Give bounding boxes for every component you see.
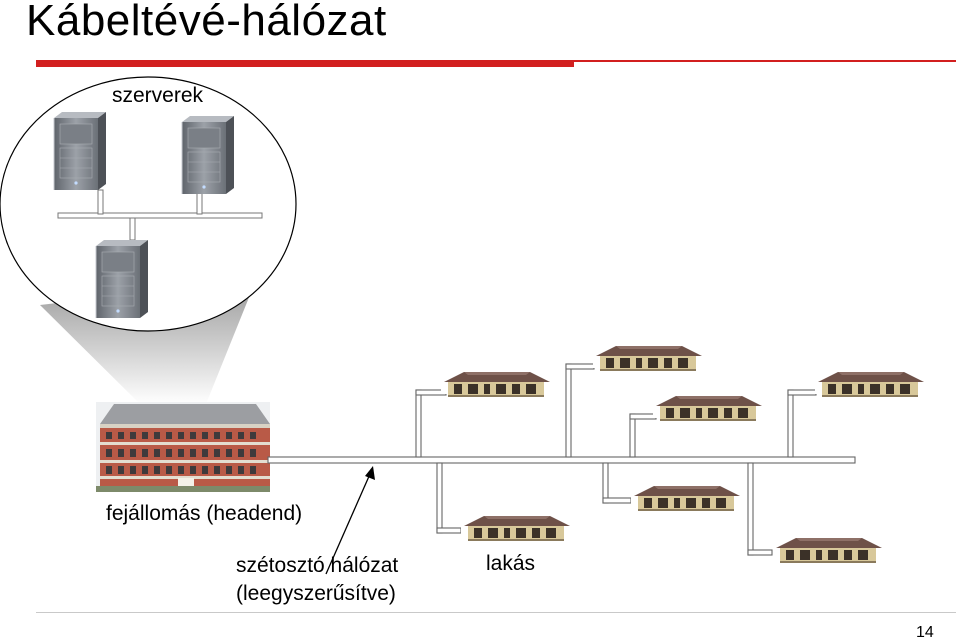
house-icon [653,394,762,421]
server-icon [95,239,149,319]
headend-label: fejállomás (headend) [106,502,303,525]
title-underline-thick [36,60,574,67]
title-underline-thin [574,60,956,62]
house-icon [593,344,702,371]
page-title: Kábeltévé-hálózat [26,0,387,45]
house-icon [815,370,924,397]
house-icon [461,514,570,541]
distribution-network [267,363,856,556]
house-icon [773,536,882,563]
house-icon [631,484,740,511]
server-icon [181,115,235,195]
page-number: 14 [916,624,934,641]
server-icon [53,111,107,191]
house-icon [441,370,550,397]
servers-label: szerverek [112,84,204,107]
footer-divider [36,612,956,613]
distribution-arrow [325,466,375,575]
distribution-label-line1: szétosztó hálózat [236,554,399,577]
home-label: lakás [486,552,536,575]
distribution-network-label: szétosztó hálózat (leegyszerűsítve) [236,552,398,608]
headend-building-icon [96,402,270,492]
server-lan [57,189,263,241]
distribution-label-line2: (leegyszerűsítve) [236,582,396,605]
